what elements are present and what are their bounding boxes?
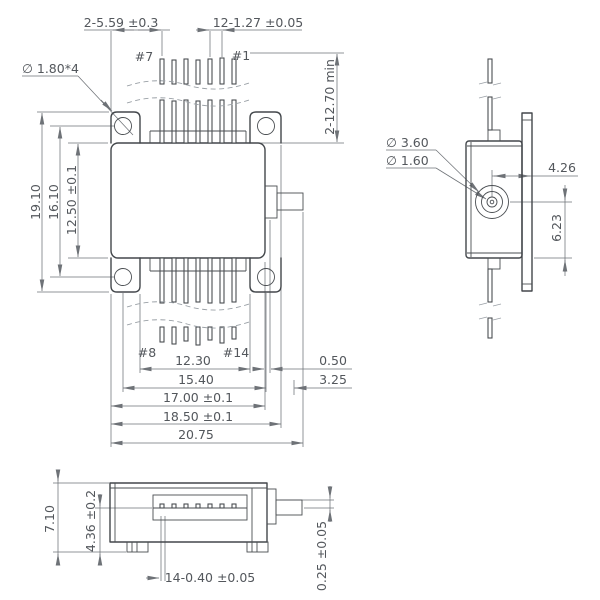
mounting-hole-top-left: [114, 117, 132, 135]
fiber-core: [489, 199, 495, 205]
side-dimension-texts: ∅ 3.60 ∅ 1.60 4.26 6.23: [386, 135, 576, 242]
dim-overall-height: 19.10: [28, 184, 43, 220]
package-body: [110, 142, 266, 259]
front-dimension-lines: [22, 27, 352, 446]
dim-ferrule-offset: 3.25: [319, 372, 347, 387]
dim-pin-thickness: 14-0.40 ±0.05: [165, 570, 256, 585]
bottom-body: [109, 482, 268, 543]
dim-body-height: 12.50 ±0.1: [64, 165, 79, 235]
dim-flange-thickness: 0.25 ±0.05: [314, 521, 329, 591]
dim-tab-spacing: 12.30: [175, 353, 211, 368]
pin-break-line: [126, 97, 250, 107]
mounting-tab-bottom-left: [110, 257, 141, 293]
dim-pin-centerline-height: 4.36 ±0.2: [83, 490, 98, 552]
mounting-tab-top-right: [249, 111, 282, 144]
dim-pin-length: 2-12.70 min: [322, 59, 337, 135]
dim-flange-width: 18.50 ±0.1: [163, 409, 233, 424]
dim-ferrule-bore: ∅ 1.60: [386, 153, 429, 168]
pin-shoulder-top: [487, 129, 501, 142]
bottom-dimension-lines: [55, 469, 333, 581]
mounting-hole-top-right: [257, 117, 275, 135]
fiber-ferrule: [276, 192, 304, 211]
bottom-view: 7.10 4.36 ±0.2 14-0.40 ±0.05 0.25 ±0.05: [42, 469, 334, 591]
fiber-snout: [264, 185, 278, 219]
mounting-hole-bottom-right: [257, 268, 275, 286]
dim-ferrule-od: ∅ 3.60: [386, 135, 429, 150]
dim-overall-width: 20.75: [178, 427, 214, 442]
label-pin8: #8: [138, 345, 156, 360]
mounting-tab-top-left: [110, 111, 141, 144]
label-pin1: #1: [232, 48, 250, 63]
pin-break-line: [126, 301, 250, 311]
side-view: ∅ 3.60 ∅ 1.60 4.26 6.23: [386, 58, 578, 339]
pin-shoulder-bottom: [487, 257, 501, 270]
side-package-body: [465, 112, 533, 292]
dim-hole-spacing-horizontal: 15.40: [178, 372, 214, 387]
bottom-package-body: [109, 482, 303, 553]
dim-body-width: 17.00 ±0.1: [163, 390, 233, 405]
fiber-ferrule-bore: [486, 196, 498, 208]
fiber-ferrule-outer: [475, 185, 509, 219]
pin-recess: [152, 494, 248, 521]
side-extension-lines: [491, 170, 572, 259]
front-dimension-texts: 2-5.59 ±0.3 12-1.27 ±0.05 ∅ 1.80*4 #7 #1…: [22, 15, 347, 442]
side-pins: [478, 58, 502, 339]
foot-left: [126, 541, 149, 553]
front-pins: [126, 57, 250, 346]
front-view: 2-5.59 ±0.3 12-1.27 ±0.05 ∅ 1.80*4 #7 #1…: [22, 15, 352, 447]
dim-pin-pitch: 12-1.27 ±0.05: [213, 15, 304, 30]
dim-hole-diameter: ∅ 1.80*4: [22, 61, 79, 76]
pin-break-line: [126, 319, 250, 329]
front-package-body: [110, 111, 304, 293]
bottom-dimension-texts: 7.10 4.36 ±0.2 14-0.40 ±0.05 0.25 ±0.05: [42, 490, 329, 591]
label-pin7: #7: [135, 49, 153, 64]
dim-fiber-offset-horizontal: 4.26: [548, 160, 576, 175]
pin-break-line: [126, 80, 250, 90]
fiber-ferrule-bottom: [275, 499, 303, 516]
dim-snout-protrusion: 0.50: [319, 353, 347, 368]
mounting-hole-bottom-left: [114, 268, 132, 286]
dim-hole-spacing-vertical: 16.10: [46, 184, 61, 220]
side-body: [465, 140, 523, 259]
foot-right: [246, 541, 269, 553]
dim-edge-to-pin: 2-5.59 ±0.3: [84, 15, 159, 30]
dim-bottom-overall-height: 7.10: [42, 505, 57, 533]
mounting-flange-plate: [521, 112, 533, 292]
flange-edge: [266, 488, 277, 525]
front-extension-lines: [37, 31, 344, 447]
mounting-tab-bottom-right: [249, 257, 282, 293]
fiber-ferrule-middle: [481, 191, 503, 213]
label-pin14: #14: [223, 345, 249, 360]
dim-fiber-offset-vertical: 6.23: [549, 214, 564, 242]
